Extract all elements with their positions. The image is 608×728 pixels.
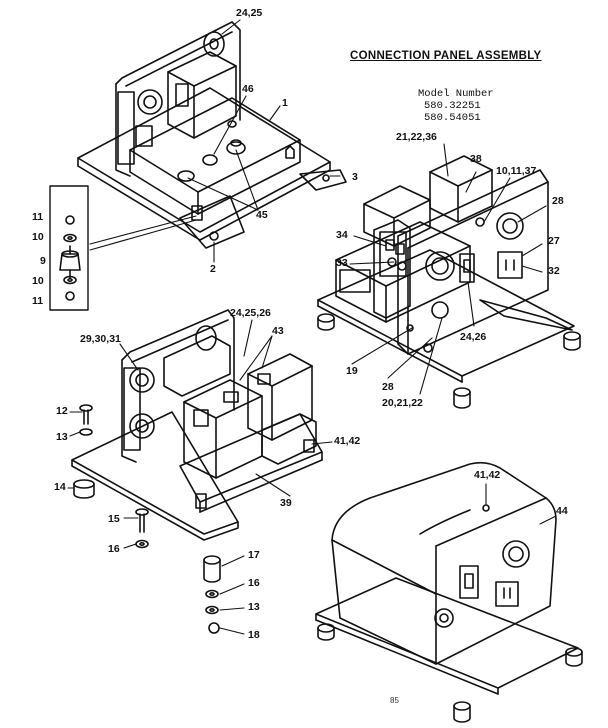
callout-15: 15: [108, 513, 120, 525]
callout-27: 27: [548, 235, 560, 247]
callout-11-bottom: 11: [32, 295, 44, 307]
callout-21-22-36: 21,22,36: [396, 131, 437, 143]
leaders-bottom-right: [486, 484, 556, 524]
model-number-2: 580.54051: [424, 112, 481, 124]
leaders-top-right: [350, 144, 546, 394]
leaders-top-left: [90, 20, 340, 262]
callout-28-bottom: 28: [382, 381, 394, 393]
model-number-label: Model Number: [418, 88, 494, 100]
callout-16-left: 16: [108, 543, 120, 555]
callout-10-top: 10: [32, 231, 44, 243]
callout-19: 19: [346, 365, 358, 377]
callout-16-right: 16: [248, 577, 260, 589]
callout-12: 12: [56, 405, 68, 417]
callout-24-25: 24,25: [236, 7, 263, 19]
callout-20-21-22: 20,21,22: [382, 397, 423, 409]
callout-18: 18: [248, 629, 260, 641]
callout-38: 38: [470, 153, 482, 165]
assembly-top-left-frame: [78, 22, 346, 248]
callout-41-42-left: 41,42: [334, 435, 361, 447]
model-number-1: 580.32251: [424, 100, 481, 112]
assembly-bottom-right-enclosure: [316, 463, 582, 722]
loose-hardware: [74, 405, 220, 633]
callout-13-left: 13: [56, 431, 68, 443]
callout-24-26: 24,26: [460, 331, 487, 343]
page-footer: 85: [390, 696, 399, 705]
callout-45: 45: [256, 209, 268, 221]
mount-parts-box: [50, 186, 88, 310]
callout-39: 39: [280, 497, 292, 509]
callout-2: 2: [210, 263, 216, 275]
callout-10-11-37: 10,11,37: [496, 165, 537, 177]
callout-46: 46: [242, 83, 254, 95]
leaders-bottom-left: [120, 320, 332, 496]
callout-1: 1: [282, 97, 288, 109]
callout-17: 17: [248, 549, 260, 561]
callout-10-bottom: 10: [32, 275, 44, 287]
diagram-title: CONNECTION PANEL ASSEMBLY: [350, 50, 542, 62]
callout-41-42-right: 41,42: [474, 469, 501, 481]
callout-32: 32: [548, 265, 560, 277]
callout-13-right: 13: [248, 601, 260, 613]
assembly-top-right-panel: [318, 156, 580, 408]
callout-28-top: 28: [552, 195, 564, 207]
callout-34: 34: [336, 229, 348, 241]
callout-24-25-26: 24,25,26: [230, 307, 271, 319]
leaders-hardware: [68, 412, 244, 634]
callout-29-30-31: 29,30,31: [80, 333, 121, 345]
callout-14: 14: [54, 481, 66, 493]
callout-33: 33: [336, 257, 348, 269]
callout-43: 43: [272, 325, 284, 337]
callout-11-top: 11: [32, 211, 44, 223]
assembly-bottom-left-frame: [72, 310, 322, 540]
callout-44: 44: [556, 505, 568, 517]
callout-3: 3: [352, 171, 358, 183]
callout-9: 9: [40, 255, 46, 267]
